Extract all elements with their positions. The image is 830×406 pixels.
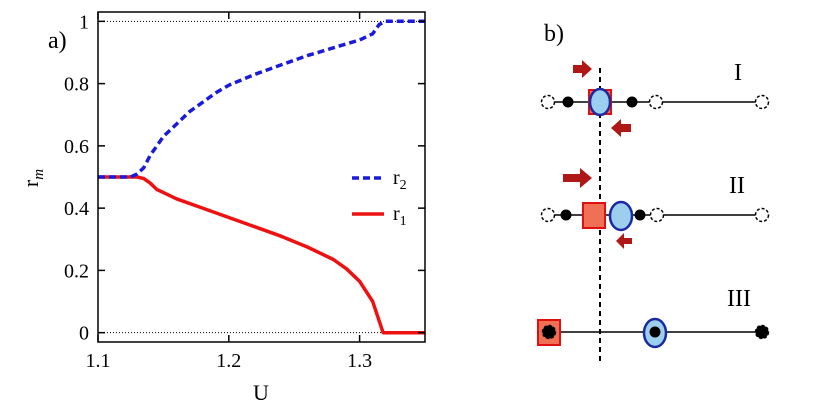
y-tick-label: 0.2 [64,260,89,282]
legend-label-subscript: 2 [400,178,407,193]
empty-site [540,207,556,223]
left-arrow [616,233,632,249]
series-line-r2 [98,19,425,179]
panel-b-label: b) [544,21,564,47]
filled-site [634,209,646,221]
y-tick-label: 0 [79,323,89,345]
series-layer [98,19,425,335]
row-label-ii: II [729,173,745,199]
y-tick-label: 0.8 [64,74,89,96]
left-arrow [611,119,631,137]
plot-frame [97,11,426,343]
reference-lines [98,20,425,334]
x-tick-label: 1.1 [86,350,111,372]
y-axis-label-subscript: m [31,169,47,180]
y-axis-label-main: r [18,179,43,187]
legend-label-main: r [393,203,400,225]
filled-site [562,96,574,108]
series-line-r1 [98,175,425,335]
x-tick-label: 1.3 [347,350,372,372]
right-arrow [563,168,592,188]
blue-ellipse-particle [588,87,612,117]
y-axis-label: rm [18,169,47,187]
empty-site [754,94,770,110]
row-label-iii: III [727,286,751,312]
filled-site [649,326,661,338]
legend-label: r2 [393,167,407,193]
empty-site [540,94,556,110]
empty-site [648,94,664,110]
red-square-particle [582,202,606,229]
empty-site [649,207,665,223]
row-iii: III [537,286,770,349]
row-label-i: I [734,60,742,86]
right-arrow [573,60,592,78]
y-tick-label: 0.4 [64,198,89,220]
filled-site [754,324,770,340]
blue-ellipse-particle [608,200,634,232]
x-tick-label: 1.2 [216,350,241,372]
row-i: I [540,60,770,137]
y-tick-label: 0.6 [64,136,89,158]
y-tick-label: 1 [79,11,89,33]
x-axis-ticks: 1.1 1.2 1.3 [86,12,372,372]
x-axis-label: U [253,380,269,405]
panel-b-diagram: b) I II [537,21,770,362]
legend-label-subscript: 1 [400,214,407,229]
panel-a-label: a) [48,28,67,54]
legend-label-main: r [393,167,400,189]
row-ii: II [540,168,770,249]
filled-site [626,96,638,108]
y-axis-ticks: 0 0.2 0.4 0.6 0.8 1 [64,11,425,345]
filled-site [560,209,572,221]
legend-label: r1 [393,203,407,229]
filled-site [541,324,557,340]
empty-site [754,207,770,223]
